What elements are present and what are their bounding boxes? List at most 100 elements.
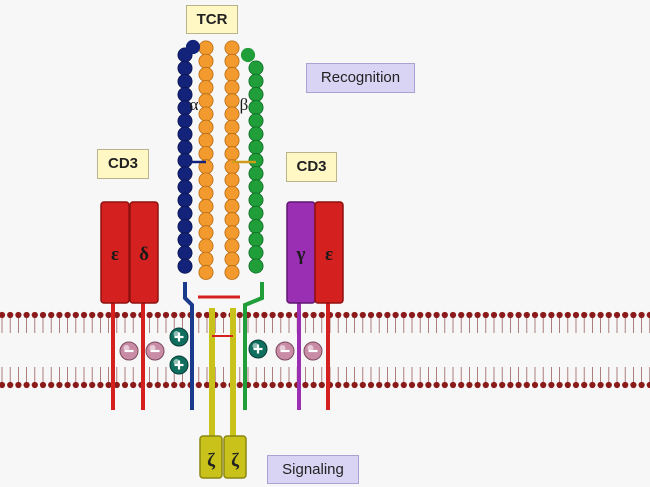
lipid-head (376, 381, 383, 389)
lipid-head (56, 381, 63, 389)
lipid-head (261, 311, 268, 319)
lipid-head (556, 311, 563, 319)
negative-charge-icon (303, 341, 323, 361)
lipid-head (589, 311, 596, 319)
lipid-head (646, 311, 650, 319)
domain-bead (198, 132, 214, 148)
lipid-head (572, 381, 580, 389)
lipid-head (236, 311, 243, 319)
domain-bead (248, 60, 264, 76)
domain-bead (248, 218, 264, 234)
lipid-head (15, 311, 22, 319)
lipid-head (195, 381, 202, 389)
lipid-head (499, 311, 506, 319)
lipid-head (343, 311, 350, 319)
lipid-head (449, 311, 457, 319)
domain-bead (177, 113, 193, 129)
lipid-head (622, 311, 629, 319)
lipid-head (105, 381, 112, 389)
domain-bead (177, 166, 193, 182)
lipid-head (310, 381, 317, 389)
lipid-head (89, 311, 96, 319)
lipid-head (64, 381, 71, 389)
domain-bead (198, 119, 214, 135)
lipid-head (581, 311, 588, 319)
lipid-head (89, 381, 96, 389)
domain-bead (224, 146, 240, 162)
lipid-head (408, 381, 416, 389)
lipid-head (310, 311, 317, 319)
domain-bead (248, 73, 264, 89)
lipid-head (162, 381, 170, 389)
beta-arch-bead (240, 47, 256, 63)
domain-bead (248, 139, 264, 155)
lipid-head (253, 381, 260, 389)
cd3-tails (111, 302, 330, 410)
domain-bead (248, 205, 264, 221)
lipid-head (146, 381, 153, 389)
lipid-head (367, 381, 375, 389)
lipid-head (23, 311, 30, 319)
lipid-head (48, 381, 55, 389)
lipid-head (23, 381, 30, 389)
lipid-head (130, 311, 137, 319)
cd3-delta (129, 201, 159, 304)
lipid-head (400, 311, 407, 319)
domain-bead (198, 80, 214, 96)
domain-bead (248, 258, 264, 274)
lipid-head (597, 381, 604, 389)
lipid-head (376, 311, 383, 319)
domain-bead (198, 53, 214, 69)
lipid-head (499, 381, 506, 389)
zeta-label-1: ζ (207, 450, 216, 471)
lipid-head (507, 381, 514, 389)
lipid-head (417, 311, 424, 319)
lipid-head (302, 311, 309, 319)
domain-bead (177, 179, 193, 195)
lipid-head (154, 311, 161, 319)
lipid-head (597, 311, 604, 319)
lipid-head (458, 311, 465, 319)
lipid-head (113, 311, 120, 319)
lipid-head (646, 381, 650, 389)
lipid-head (367, 311, 375, 319)
domain-bead (177, 245, 193, 261)
lipid-head (548, 311, 555, 319)
lipid-head (605, 311, 612, 319)
lipid-head (343, 381, 350, 389)
lipid-head (384, 311, 391, 319)
positive-charge-icon (169, 327, 189, 347)
lipid-head (261, 381, 268, 389)
lipid-head (0, 381, 6, 389)
domain-bead (177, 60, 193, 76)
lipid-head (359, 381, 366, 389)
lipid-head (7, 311, 14, 319)
domain-bead (224, 264, 240, 280)
domain-bead (248, 192, 264, 208)
lipid-head (72, 381, 79, 389)
lipid-head (605, 381, 612, 389)
lipid-head (285, 311, 293, 319)
lipid-head (130, 381, 137, 389)
domain-bead (177, 232, 193, 248)
lipid-head (203, 311, 211, 319)
epsilon-label-right: ε (325, 244, 333, 265)
lipid-head (531, 311, 539, 319)
domain-bead (224, 251, 240, 267)
zeta-chains: ζ ζ (199, 308, 247, 479)
negative-charge-icon (145, 341, 165, 361)
domain-bead (198, 93, 214, 109)
lipid-head (269, 311, 276, 319)
domain-bead (224, 185, 240, 201)
lipid-head (179, 311, 186, 319)
lipid-head (458, 381, 465, 389)
domain-bead (248, 245, 264, 261)
lipid-head (441, 311, 448, 319)
domain-bead (224, 212, 240, 228)
domain-bead (177, 73, 193, 89)
lipid-head (490, 311, 498, 319)
cd3-left-label: CD3 (97, 149, 149, 179)
domain-bead (224, 172, 240, 188)
lipid-head (384, 381, 391, 389)
lipid-head (48, 311, 55, 319)
